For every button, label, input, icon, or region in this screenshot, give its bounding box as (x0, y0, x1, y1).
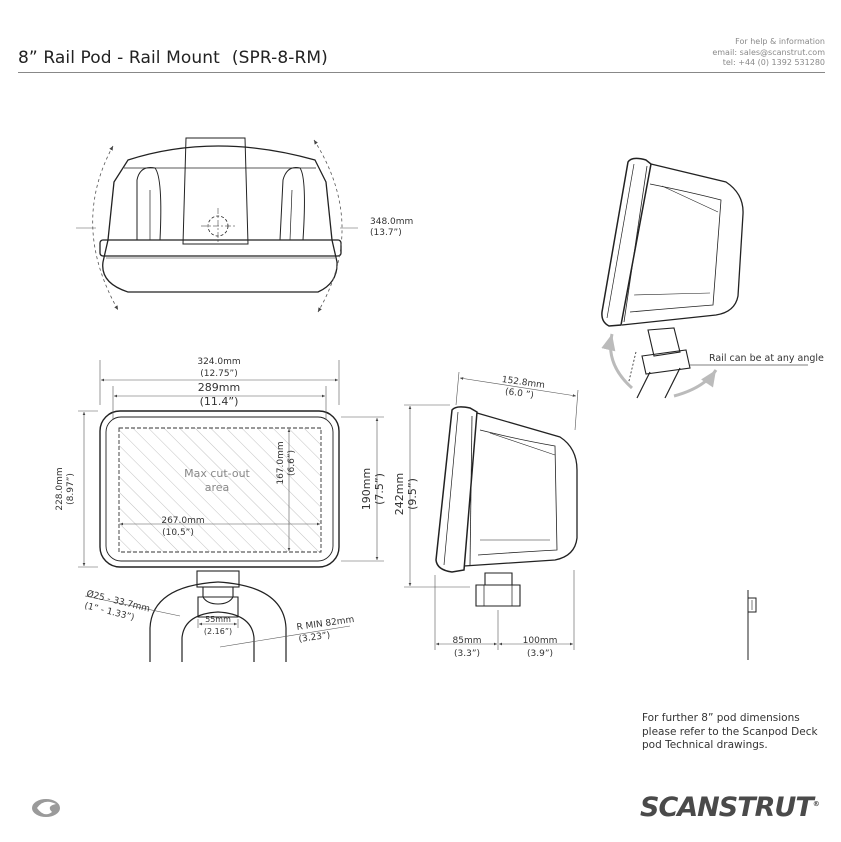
side-depth-in: (6.0 ”) (504, 387, 534, 401)
inner-width-in: (11.4”) (200, 395, 239, 408)
clamp-width-mm: 55mm (205, 615, 231, 624)
detail-fragment (747, 590, 757, 660)
total-height-mm: 242mm (393, 473, 406, 515)
total-height-in: (9.5”) (406, 478, 419, 510)
front-height-in: (8.97”) (66, 473, 76, 505)
title-text: 8” Rail Pod - Rail Mount (18, 48, 220, 68)
angle-label: Rail can be at any angle (709, 353, 824, 364)
help-line-2: email: sales@scanstrut.com (712, 47, 825, 57)
cutout-height-in: (6.6”) (287, 450, 297, 476)
cutout-height-mm: 167.0mm (276, 441, 286, 484)
rotate-arrow-left (601, 333, 633, 390)
outer-width-in: (12.75”) (200, 369, 237, 379)
help-line-3: tel: +44 (0) 1392 531280 (722, 58, 825, 67)
clamp-width-in: (2.16”) (204, 627, 232, 636)
model-code: (SPR-8-RM) (231, 48, 328, 68)
outer-width-mm: 324.0mm (197, 357, 240, 367)
scanstrut-logo-mark (32, 799, 60, 817)
header-rule (18, 72, 825, 73)
scanstrut-brand: SCANSTRUT® (640, 792, 820, 823)
side-view (435, 406, 578, 607)
inner-width-mm: 289mm (198, 381, 240, 394)
brand-reg-mark: ® (812, 800, 820, 808)
cutout-label-2: area (205, 481, 230, 494)
top-width-in: (13.7”) (370, 228, 402, 238)
body-height-in: (7.5”) (373, 473, 386, 505)
help-info: For help & information email: sales@scan… (712, 37, 825, 69)
side-dimensions (404, 371, 579, 650)
front-dimensions (78, 360, 384, 648)
brand-text: SCANSTRUT (640, 792, 814, 823)
further-dimensions-note: For further 8” pod dimensions please ref… (642, 712, 818, 751)
top-width-mm: 348.0mm (370, 217, 413, 227)
rear-offset-in: (3.9”) (527, 649, 553, 659)
help-line-1: For help & information (735, 37, 825, 46)
front-view (99, 410, 340, 662)
front-height-mm: 228.0mm (55, 467, 65, 510)
body-height-mm: 190mm (360, 468, 373, 510)
cutout-width-mm: 267.0mm (161, 516, 204, 526)
top-view (76, 137, 358, 313)
cutout-label-1: Max cut-out (184, 467, 250, 480)
angle-view (601, 157, 744, 399)
rotate-arrow-right (673, 369, 718, 398)
cutout-width-in: (10.5”) (162, 528, 194, 538)
rear-offset-mm: 100mm (523, 636, 558, 646)
bend-radius-in: (3.23”) (298, 631, 331, 645)
page-title: 8” Rail Pod - Rail Mount (SPR-8-RM) (18, 48, 328, 68)
front-offset-mm: 85mm (453, 636, 482, 646)
front-offset-in: (3.3”) (454, 649, 480, 659)
